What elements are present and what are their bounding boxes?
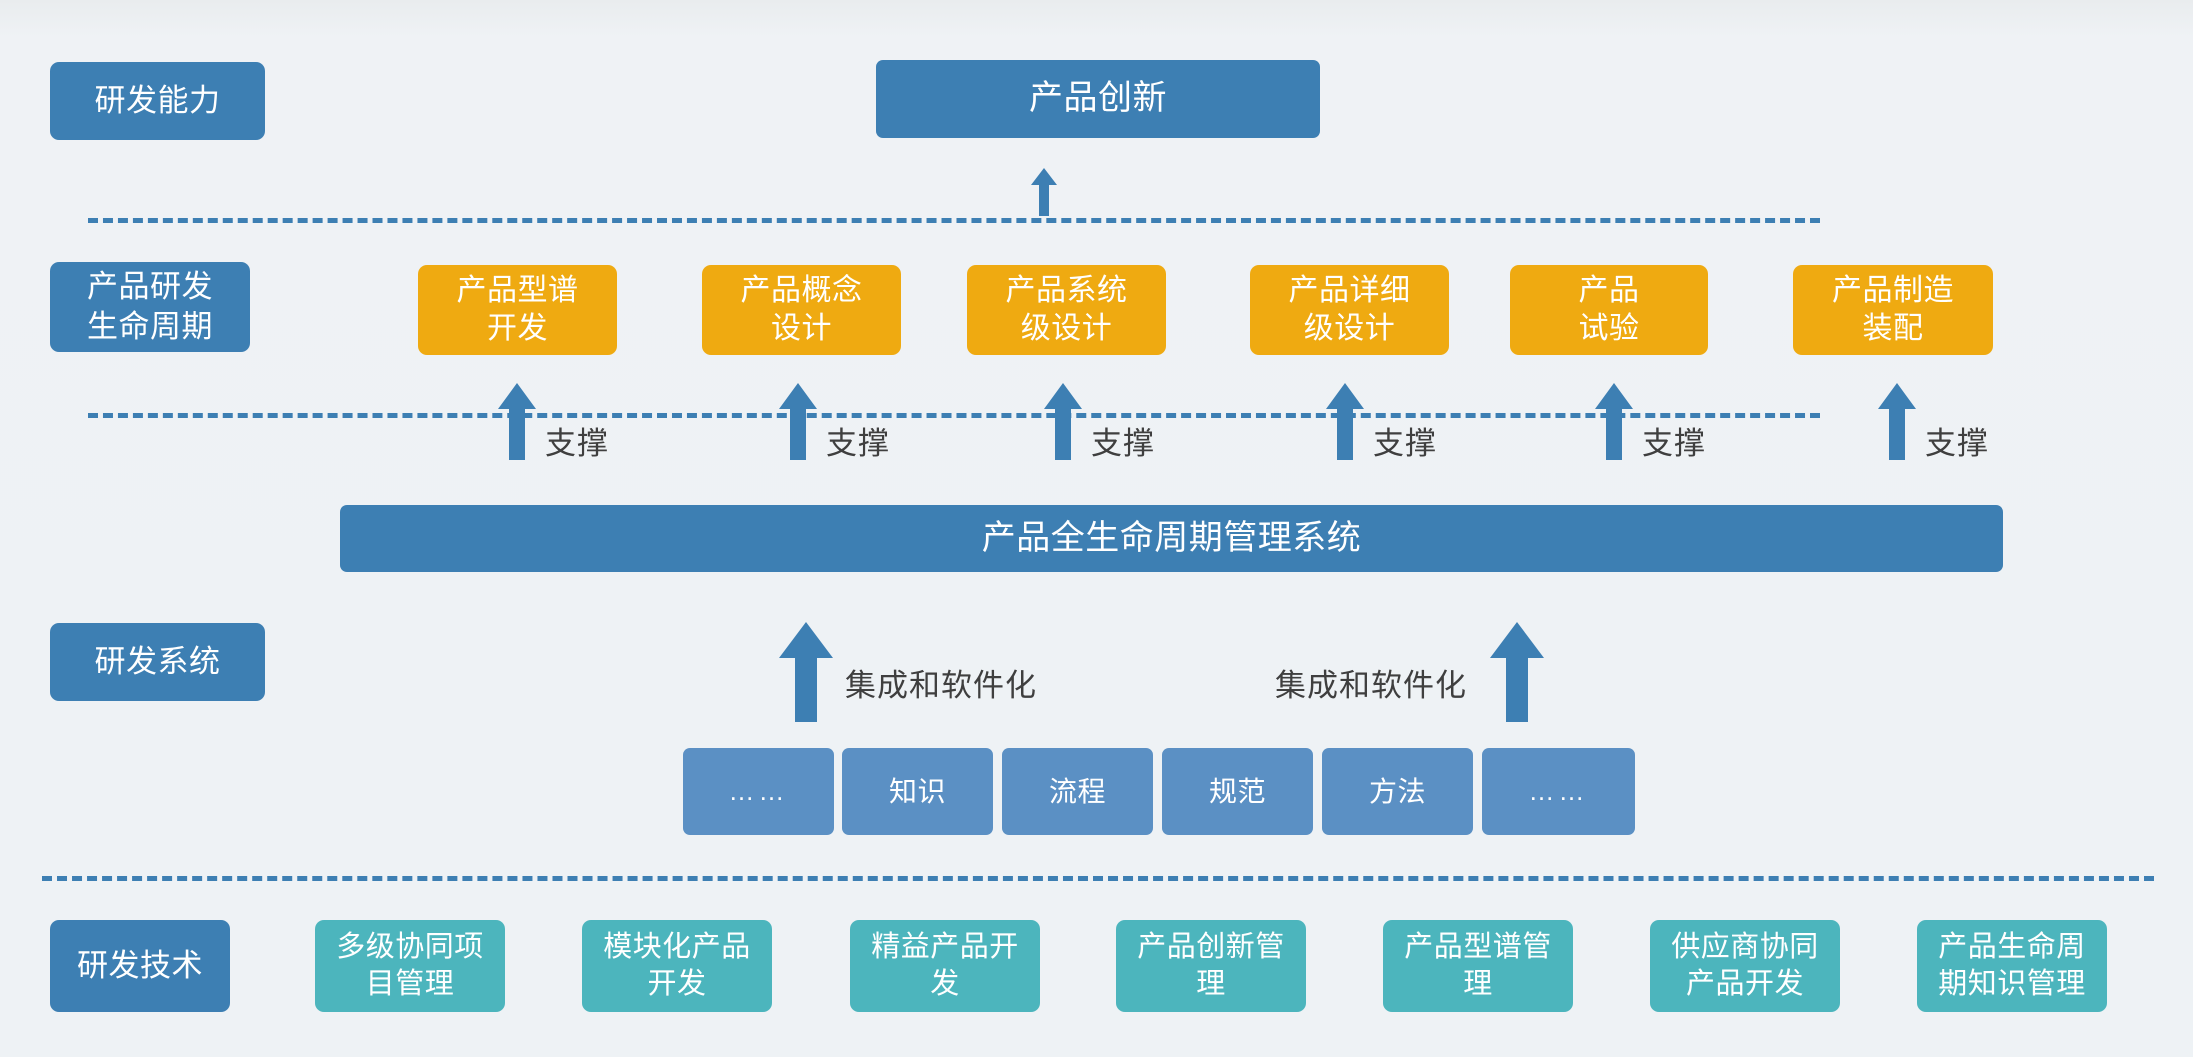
support-arrow-3 <box>1043 383 1083 460</box>
divider-capability-lifecycle <box>88 218 1820 223</box>
integration-arrow-left <box>778 622 834 722</box>
foundation-chip-2: 知识 <box>842 748 993 835</box>
support-arrow-1 <box>497 383 537 460</box>
technology-box-3: 精益产品开 发 <box>850 920 1040 1012</box>
support-label-5: 支撑 <box>1642 426 1706 461</box>
integration-label-right: 集成和软件化 <box>1275 668 1467 703</box>
stage-box-4: 产品详细 级设计 <box>1250 265 1449 355</box>
foundation-chip-4: 规范 <box>1162 748 1313 835</box>
support-arrow-4 <box>1325 383 1365 460</box>
stage-box-5: 产品 试验 <box>1510 265 1708 355</box>
arrow-up-to-product-innovation <box>1030 168 1058 216</box>
row-label-lifecycle: 产品研发 生命周期 <box>50 262 250 352</box>
row-label-technology: 研发技术 <box>50 920 230 1012</box>
support-label-4: 支撑 <box>1373 426 1437 461</box>
support-label-1: 支撑 <box>545 426 609 461</box>
row-label-capability: 研发能力 <box>50 62 265 140</box>
foundation-chip-5: 方法 <box>1322 748 1473 835</box>
divider-system-technology <box>42 876 2154 881</box>
stage-box-6: 产品制造 装配 <box>1793 265 1993 355</box>
support-arrow-5 <box>1594 383 1634 460</box>
foundation-chip-6: …… <box>1482 748 1635 835</box>
technology-box-7: 产品生命周 期知识管理 <box>1917 920 2107 1012</box>
technology-box-1: 多级协同项 目管理 <box>315 920 505 1012</box>
stage-box-2: 产品概念 设计 <box>702 265 901 355</box>
divider-lifecycle-system <box>88 413 1820 418</box>
support-arrow-6 <box>1877 383 1917 460</box>
support-label-3: 支撑 <box>1091 426 1155 461</box>
support-label-2: 支撑 <box>826 426 890 461</box>
foundation-chip-1: …… <box>683 748 834 835</box>
stage-box-3: 产品系统 级设计 <box>967 265 1166 355</box>
technology-box-5: 产品型谱管 理 <box>1383 920 1573 1012</box>
integration-label-left: 集成和软件化 <box>845 668 1037 703</box>
support-arrow-2 <box>778 383 818 460</box>
foundation-chip-3: 流程 <box>1002 748 1153 835</box>
row-label-system: 研发系统 <box>50 623 265 701</box>
stage-box-1: 产品型谱 开发 <box>418 265 617 355</box>
technology-box-4: 产品创新管 理 <box>1116 920 1306 1012</box>
plm-system-bar: 产品全生命周期管理系统 <box>340 505 2003 572</box>
support-label-6: 支撑 <box>1925 426 1989 461</box>
integration-arrow-right <box>1489 622 1545 722</box>
product-innovation-box: 产品创新 <box>876 60 1320 138</box>
technology-box-6: 供应商协同 产品开发 <box>1650 920 1840 1012</box>
technology-box-2: 模块化产品 开发 <box>582 920 772 1012</box>
